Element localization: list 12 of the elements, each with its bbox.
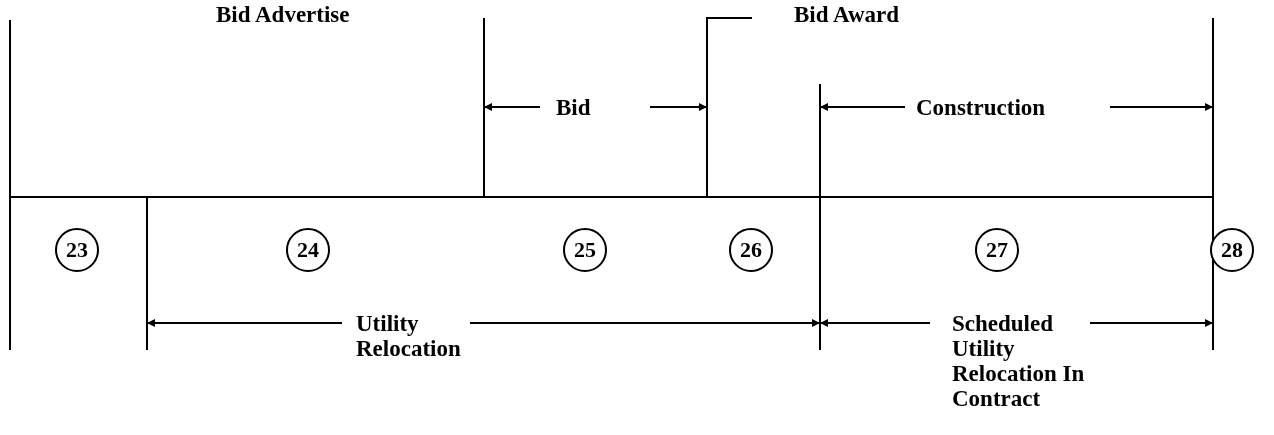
phase-label: Scheduled Utility Relocation In Contract — [952, 311, 1086, 411]
phase-label: Bid Award — [794, 2, 900, 27]
callout-number: 26 — [729, 228, 773, 272]
callout-number: 28 — [1210, 228, 1254, 272]
callout-number: 25 — [563, 228, 607, 272]
phase-label: Bid Advertise — [216, 2, 350, 27]
callout-number: 24 — [286, 228, 330, 272]
phase-label: Construction — [916, 95, 1046, 120]
phase-label: Bid — [556, 95, 591, 120]
callout-number: 23 — [55, 228, 99, 272]
phase-label: Utility Relocation — [356, 311, 462, 361]
callout-number: 27 — [975, 228, 1019, 272]
